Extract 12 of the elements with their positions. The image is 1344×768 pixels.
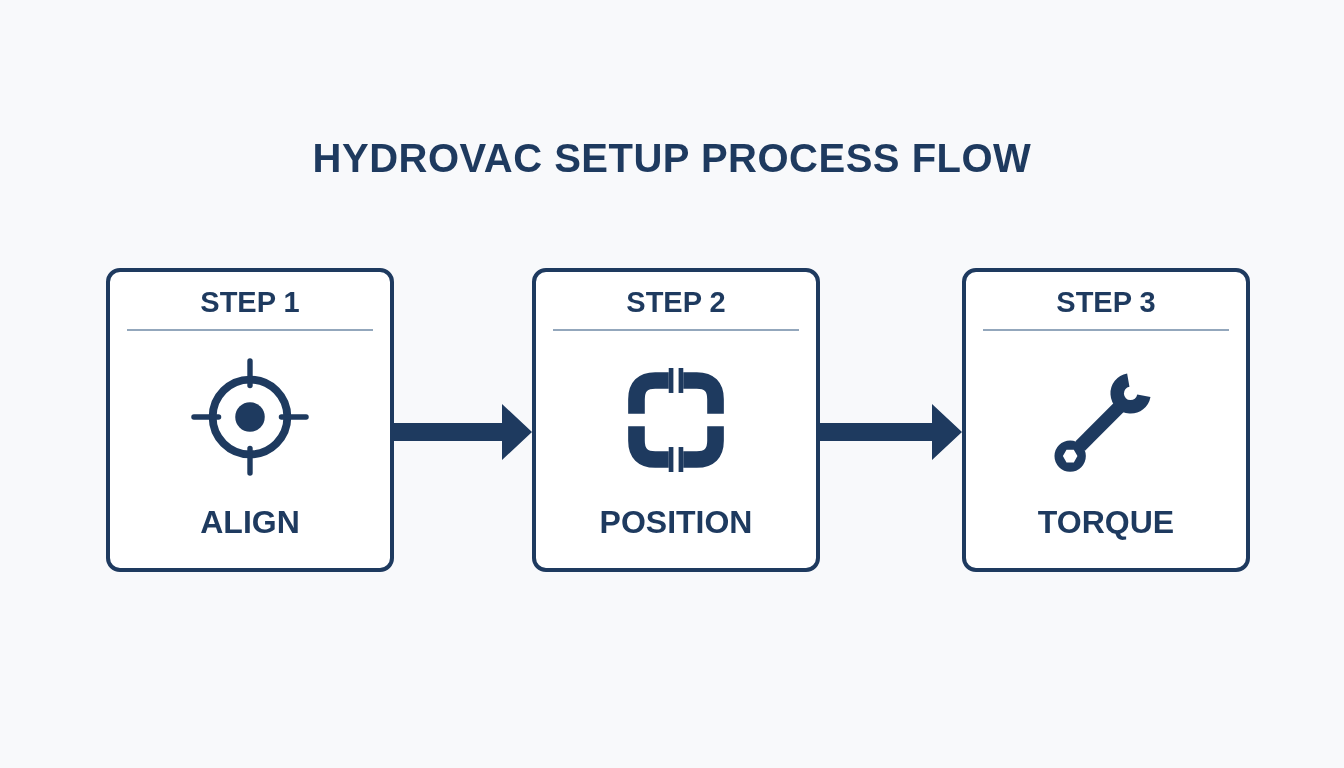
step-heading: STEP 2 [626,285,726,320]
step-heading: STEP 3 [1056,285,1156,320]
step-heading: STEP 1 [200,285,300,320]
step-label: TORQUE [1037,503,1175,542]
arrow [394,404,532,460]
process-step-card [106,268,394,572]
process-step-card [532,268,820,572]
process-step-card [962,268,1250,572]
arrow [820,404,962,460]
step-label: POSITION [599,503,753,542]
diagram-title: HYDROVAC SETUP PROCESS FLOW [311,135,1033,182]
step-label: ALIGN [200,503,300,542]
